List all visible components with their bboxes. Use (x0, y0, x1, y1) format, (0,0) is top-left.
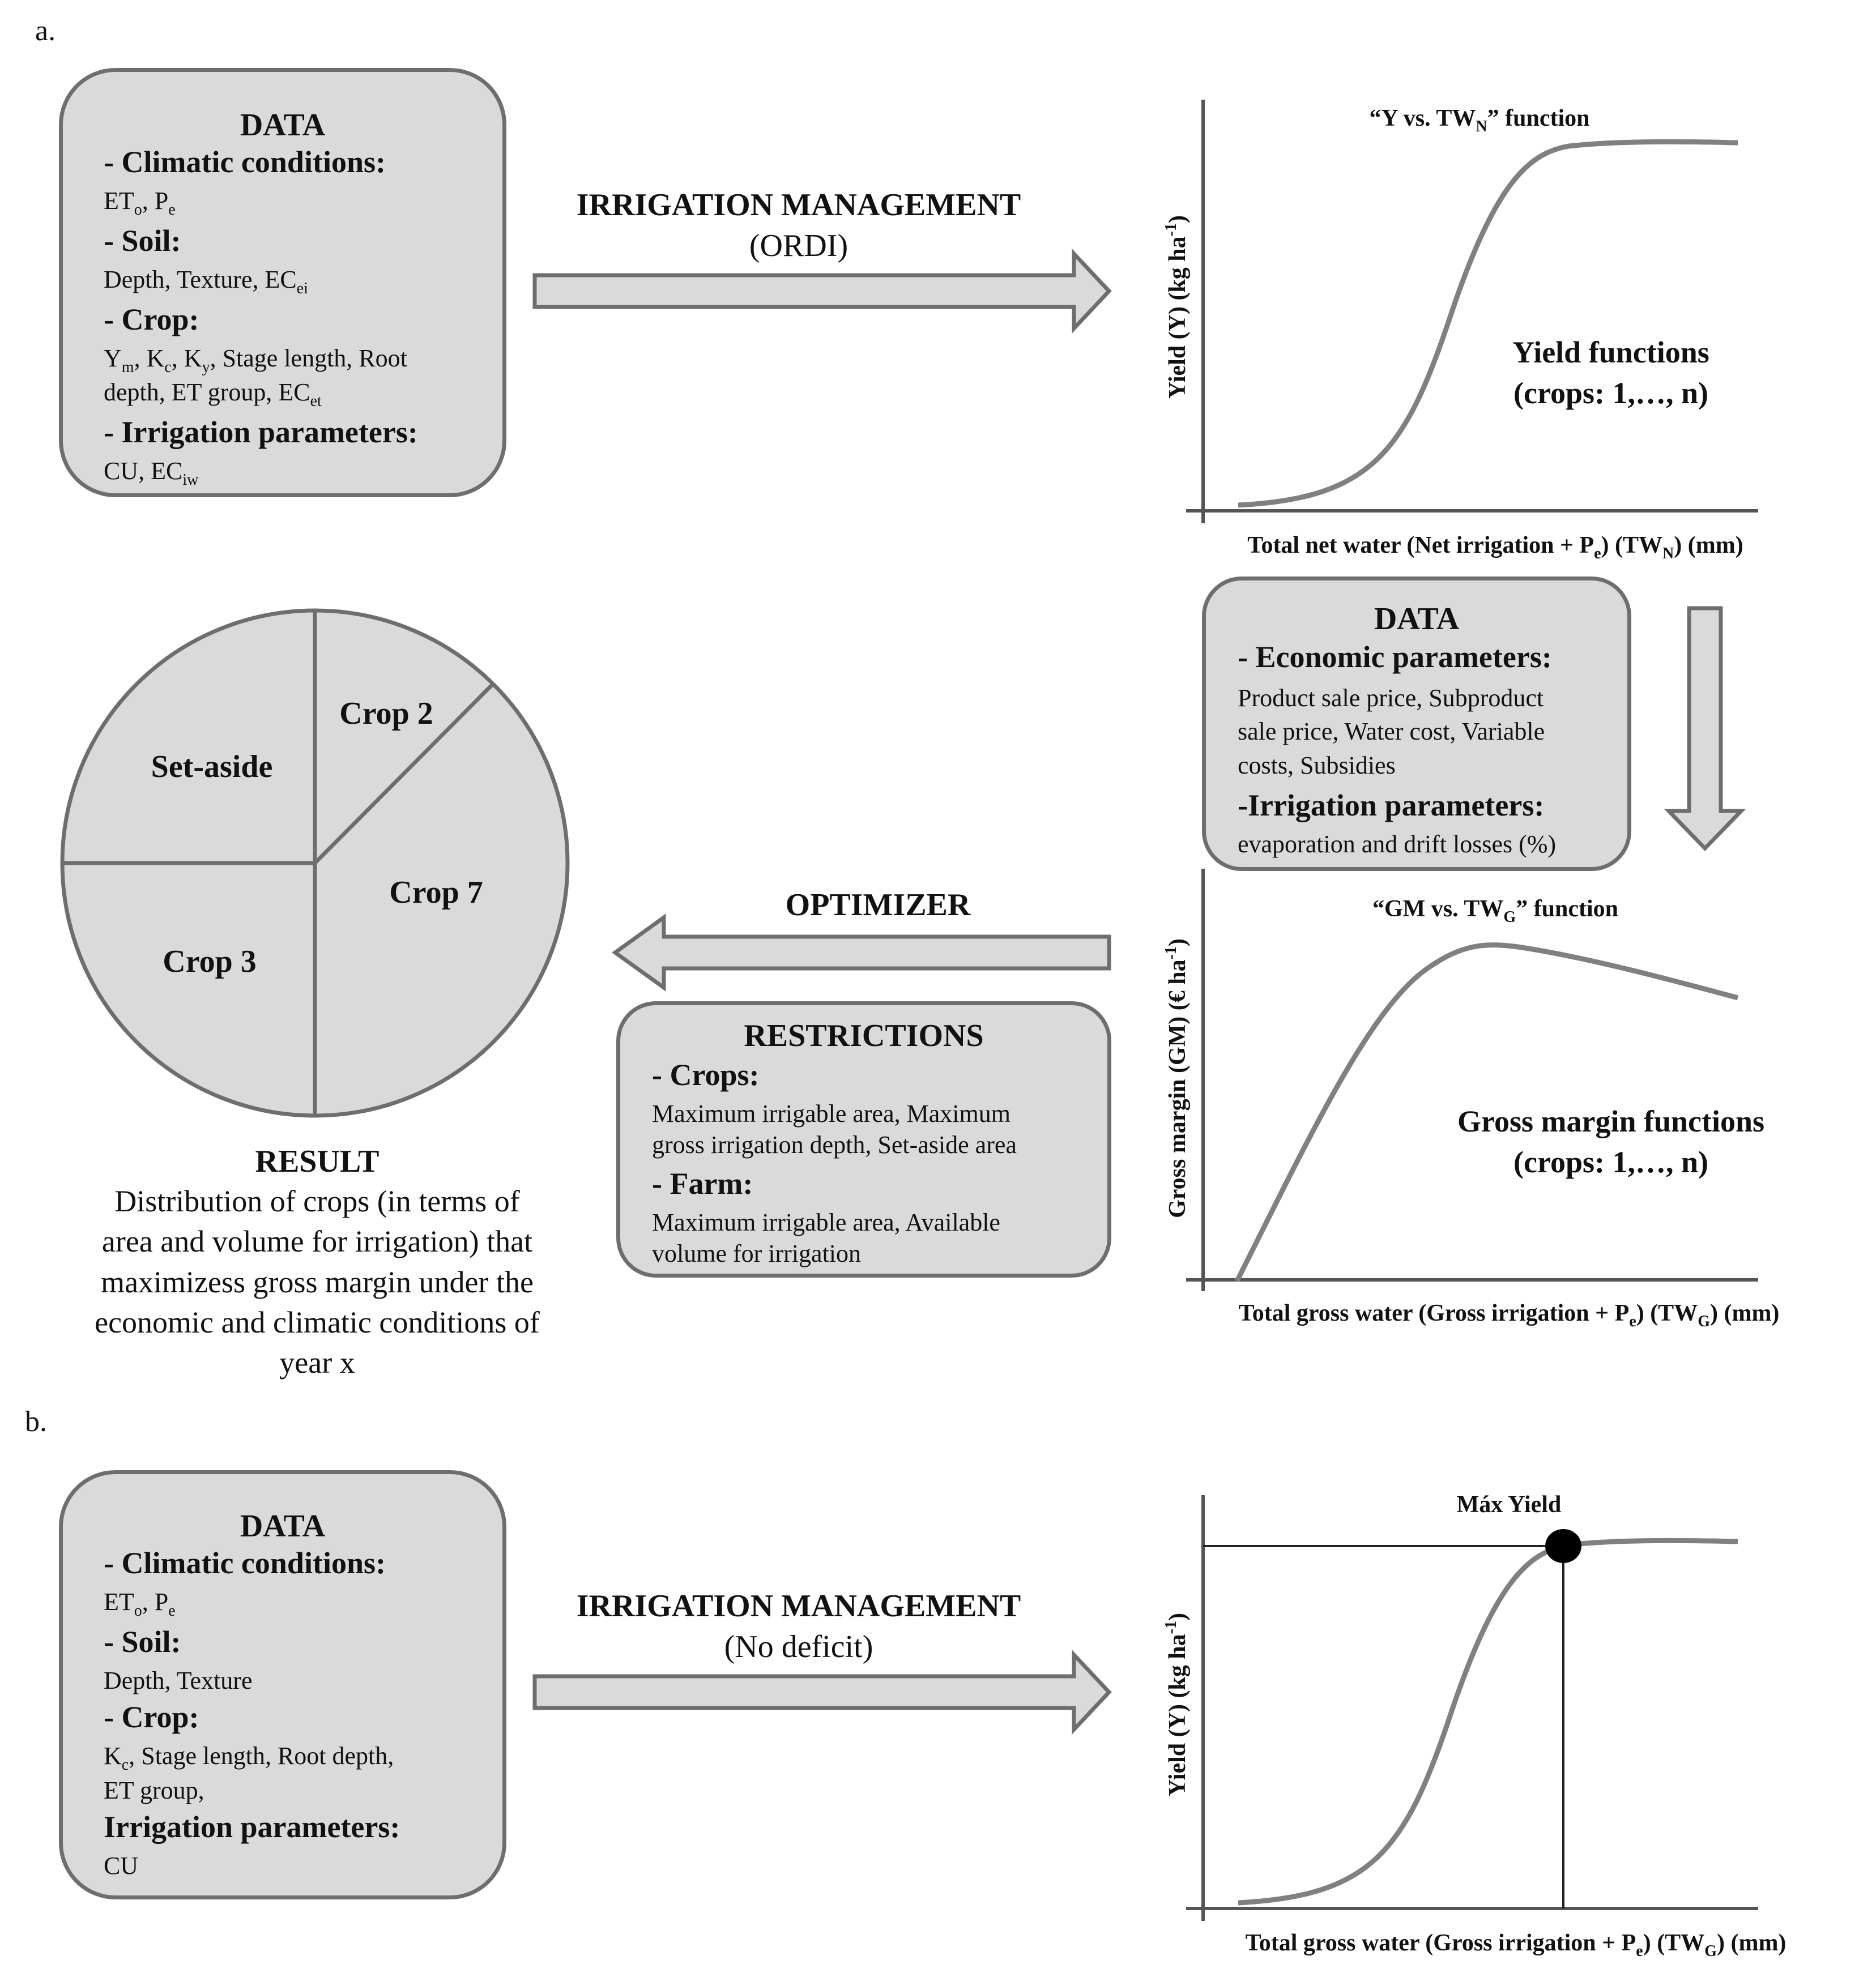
a-chart1-curve (1238, 139, 1738, 508)
panel-a-label: a. (35, 15, 56, 47)
a-arrow1-title: IRRIGATION MANAGEMENT (576, 187, 1021, 223)
a-restr-farm-head: - Farm: (652, 1167, 753, 1201)
a-optimizer-title: OPTIMIZER (785, 887, 971, 923)
a-chart1-annotation-1: Yield functions (1512, 335, 1709, 369)
a-econ-l2: sale price, Water cost, Variable (1238, 718, 1545, 746)
b-chart-ylabel: Yield (Y) (kg ha-1) (1162, 1613, 1191, 1796)
a-result-l5: year x (279, 1346, 355, 1380)
b-irr-head: Irrigation parameters: (104, 1809, 400, 1844)
a-soil-text: Depth, Texture, ECei (104, 265, 308, 297)
a-irr-text: CU, ECiw (104, 457, 199, 489)
panel-b-label: b. (25, 1406, 47, 1438)
a-chart2-title: “GM vs. TWG” function (1372, 896, 1618, 926)
a-arrow-down-shape (1664, 606, 1746, 852)
a-arrow-left-shape (612, 913, 1111, 992)
a-arrow1-subtitle: (ORDI) (749, 228, 849, 263)
a-chart1 (1186, 100, 1758, 523)
a-result-l4: economic and climatic conditions of (95, 1305, 540, 1339)
b-climatic-head: - Climatic conditions: (104, 1546, 386, 1580)
a-pie-label-crop3: Crop 3 (163, 944, 256, 979)
b-irr-text: CU (104, 1851, 139, 1880)
a-chart2-xlabel: Total gross water (Gross irrigation + Pe… (1239, 1300, 1780, 1330)
a-result: RESULT Distribution of crops (in terms o… (45, 1142, 589, 1383)
a-climatic-text: ETo, Pe (104, 187, 176, 219)
b-chart-max-point (1545, 1529, 1581, 1563)
a-restr-farm-l1: Maximum irrigable area, Available (652, 1209, 1000, 1236)
a-chart1-xlabel: Total net water (Net irrigation + Pe) (T… (1247, 532, 1743, 562)
a-econ-l1: Product sale price, Subproduct (1238, 684, 1544, 712)
b-data-box: DATA - Climatic conditions: ETo, Pe - So… (59, 1470, 506, 1899)
a-restrictions-box: RESTRICTIONS - Crops: Maximum irrigable … (616, 1001, 1111, 1278)
b-crop-head: - Crop: (104, 1700, 199, 1734)
a-arrow1-shape (532, 249, 1112, 334)
a-chart2-annotation-1: Gross margin functions (1457, 1104, 1764, 1138)
a-econ-box: DATA - Economic parameters: Product sale… (1202, 577, 1631, 871)
a-crop-head: - Crop: (104, 302, 199, 336)
a-irr-head: - Irrigation parameters: (104, 415, 418, 450)
a-econ-l3: costs, Subsidies (1238, 751, 1396, 779)
b-arrow-title: IRRIGATION MANAGEMENT (576, 1589, 1021, 1624)
a-result-l2: area and volume for irrigation) that (101, 1224, 533, 1259)
b-crop-text: Kc, Stage length, Root depth,ET group, (104, 1741, 394, 1804)
b-chart-xlabel: Total gross water (Gross irrigation + Pe… (1246, 1930, 1787, 1960)
b-arrow-shape (532, 1650, 1112, 1735)
a-chart1-title: “Y vs. TWN” function (1370, 105, 1590, 135)
a-climatic-head: - Climatic conditions: (104, 145, 386, 179)
a-econ-title: DATA (1374, 601, 1460, 637)
a-chart2 (1186, 869, 1758, 1291)
a-data-box: DATA - Climatic conditions: ETo, Pe - So… (59, 68, 506, 497)
b-climatic-text: ETo, Pe (104, 1588, 176, 1620)
a-pie (60, 608, 570, 1118)
a-result-l3: maximizess gross margin under the (101, 1265, 534, 1299)
a-result-title: RESULT (255, 1144, 380, 1179)
a-restr-crops-l2: gross irrigation depth, Set-aside area (652, 1131, 1017, 1159)
a-restr-crops-l1: Maximum irrigable area, Maximum (652, 1100, 1011, 1128)
a-restrictions-title: RESTRICTIONS (744, 1018, 984, 1053)
a-econ-irr-l1: evaporation and drift losses (%) (1238, 830, 1557, 859)
b-data-title: DATA (240, 1509, 326, 1544)
a-pie-divider-3 (313, 682, 494, 865)
a-chart1-annotation-2: (crops: 1,…, n) (1513, 376, 1708, 410)
a-chart2-curve (1234, 942, 1739, 1283)
a-data-title: DATA (240, 108, 326, 143)
b-chart (1186, 1495, 1758, 1921)
a-pie-label-setaside: Set-aside (151, 749, 273, 784)
a-soil-head: - Soil: (104, 223, 181, 258)
a-econ-head: - Economic parameters: (1238, 640, 1552, 674)
a-restr-farm-l2: volume for irrigation (652, 1240, 862, 1267)
b-arrow-subtitle: (No deficit) (724, 1629, 873, 1664)
a-restr-crops-head: - Crops: (652, 1058, 760, 1092)
b-chart-curve (1238, 1538, 1738, 1906)
a-chart2-annotation-2: (crops: 1,…, n) (1513, 1145, 1708, 1179)
b-soil-text: Depth, Texture (104, 1666, 253, 1694)
a-pie-label-crop2: Crop 2 (339, 696, 433, 731)
a-result-l1: Distribution of crops (in terms of (114, 1184, 520, 1218)
b-chart-point-label: Máx Yield (1457, 1492, 1562, 1518)
a-chart2-ylabel: Gross margin (GM) (€ ha-1) (1162, 938, 1191, 1218)
b-soil-head: - Soil: (104, 1624, 181, 1659)
a-chart1-ylabel: Yield (Y) (kg ha-1) (1162, 215, 1191, 399)
a-pie-label-crop7: Crop 7 (389, 875, 483, 910)
a-econ-irr-head: -Irrigation parameters: (1238, 788, 1545, 823)
